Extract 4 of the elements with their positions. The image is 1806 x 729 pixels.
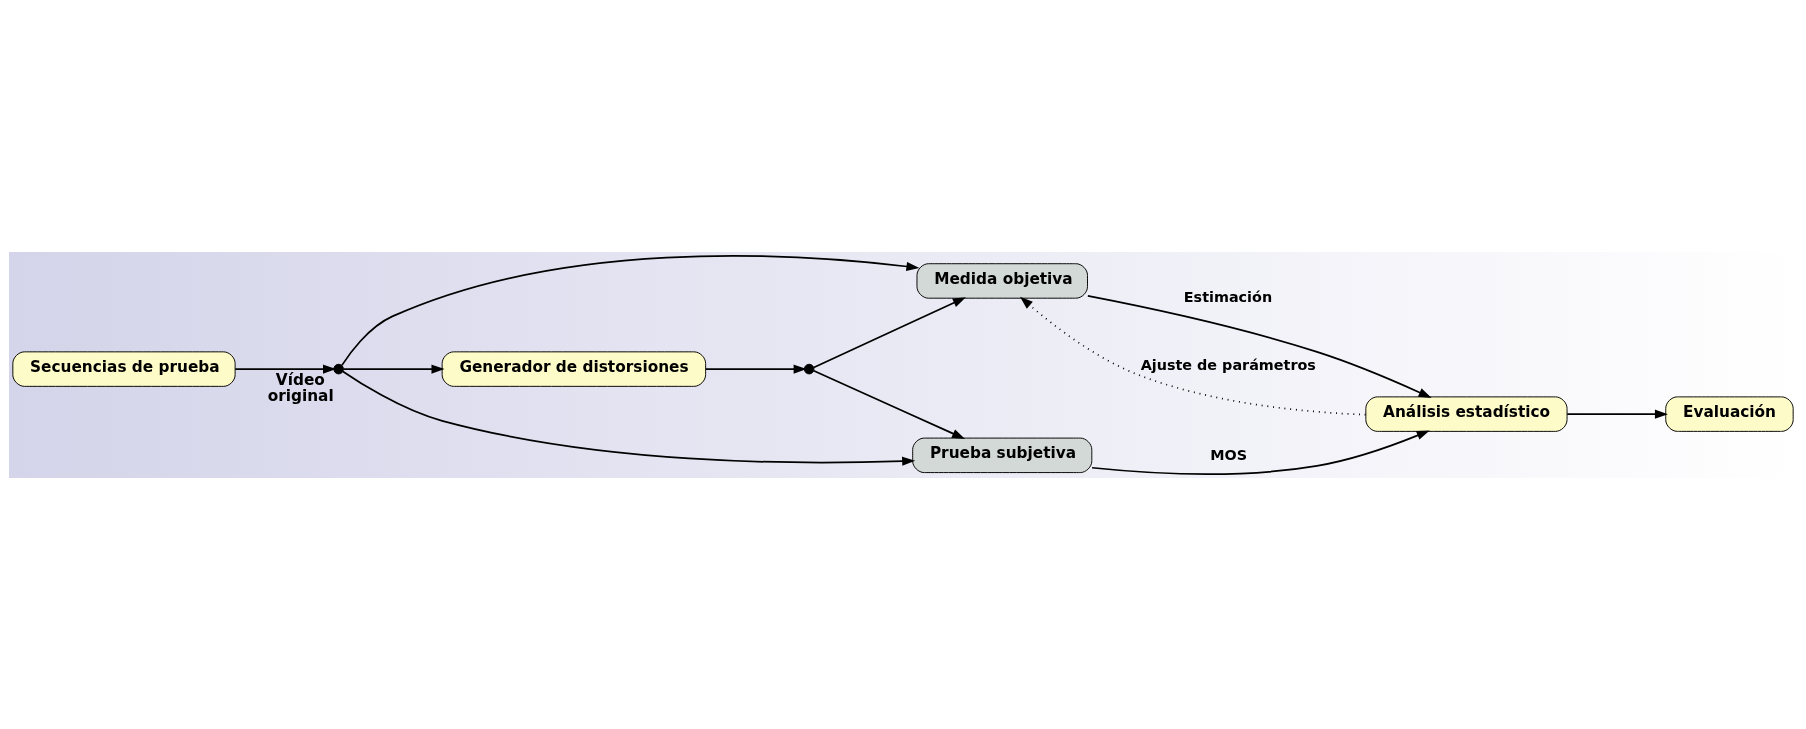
node-label: Vídeo original — [267, 370, 334, 405]
edge-label: MOS — [1210, 446, 1247, 463]
edge-label: Ajuste de parámetros — [1140, 356, 1316, 373]
edge-label: Estimación — [1183, 288, 1273, 305]
